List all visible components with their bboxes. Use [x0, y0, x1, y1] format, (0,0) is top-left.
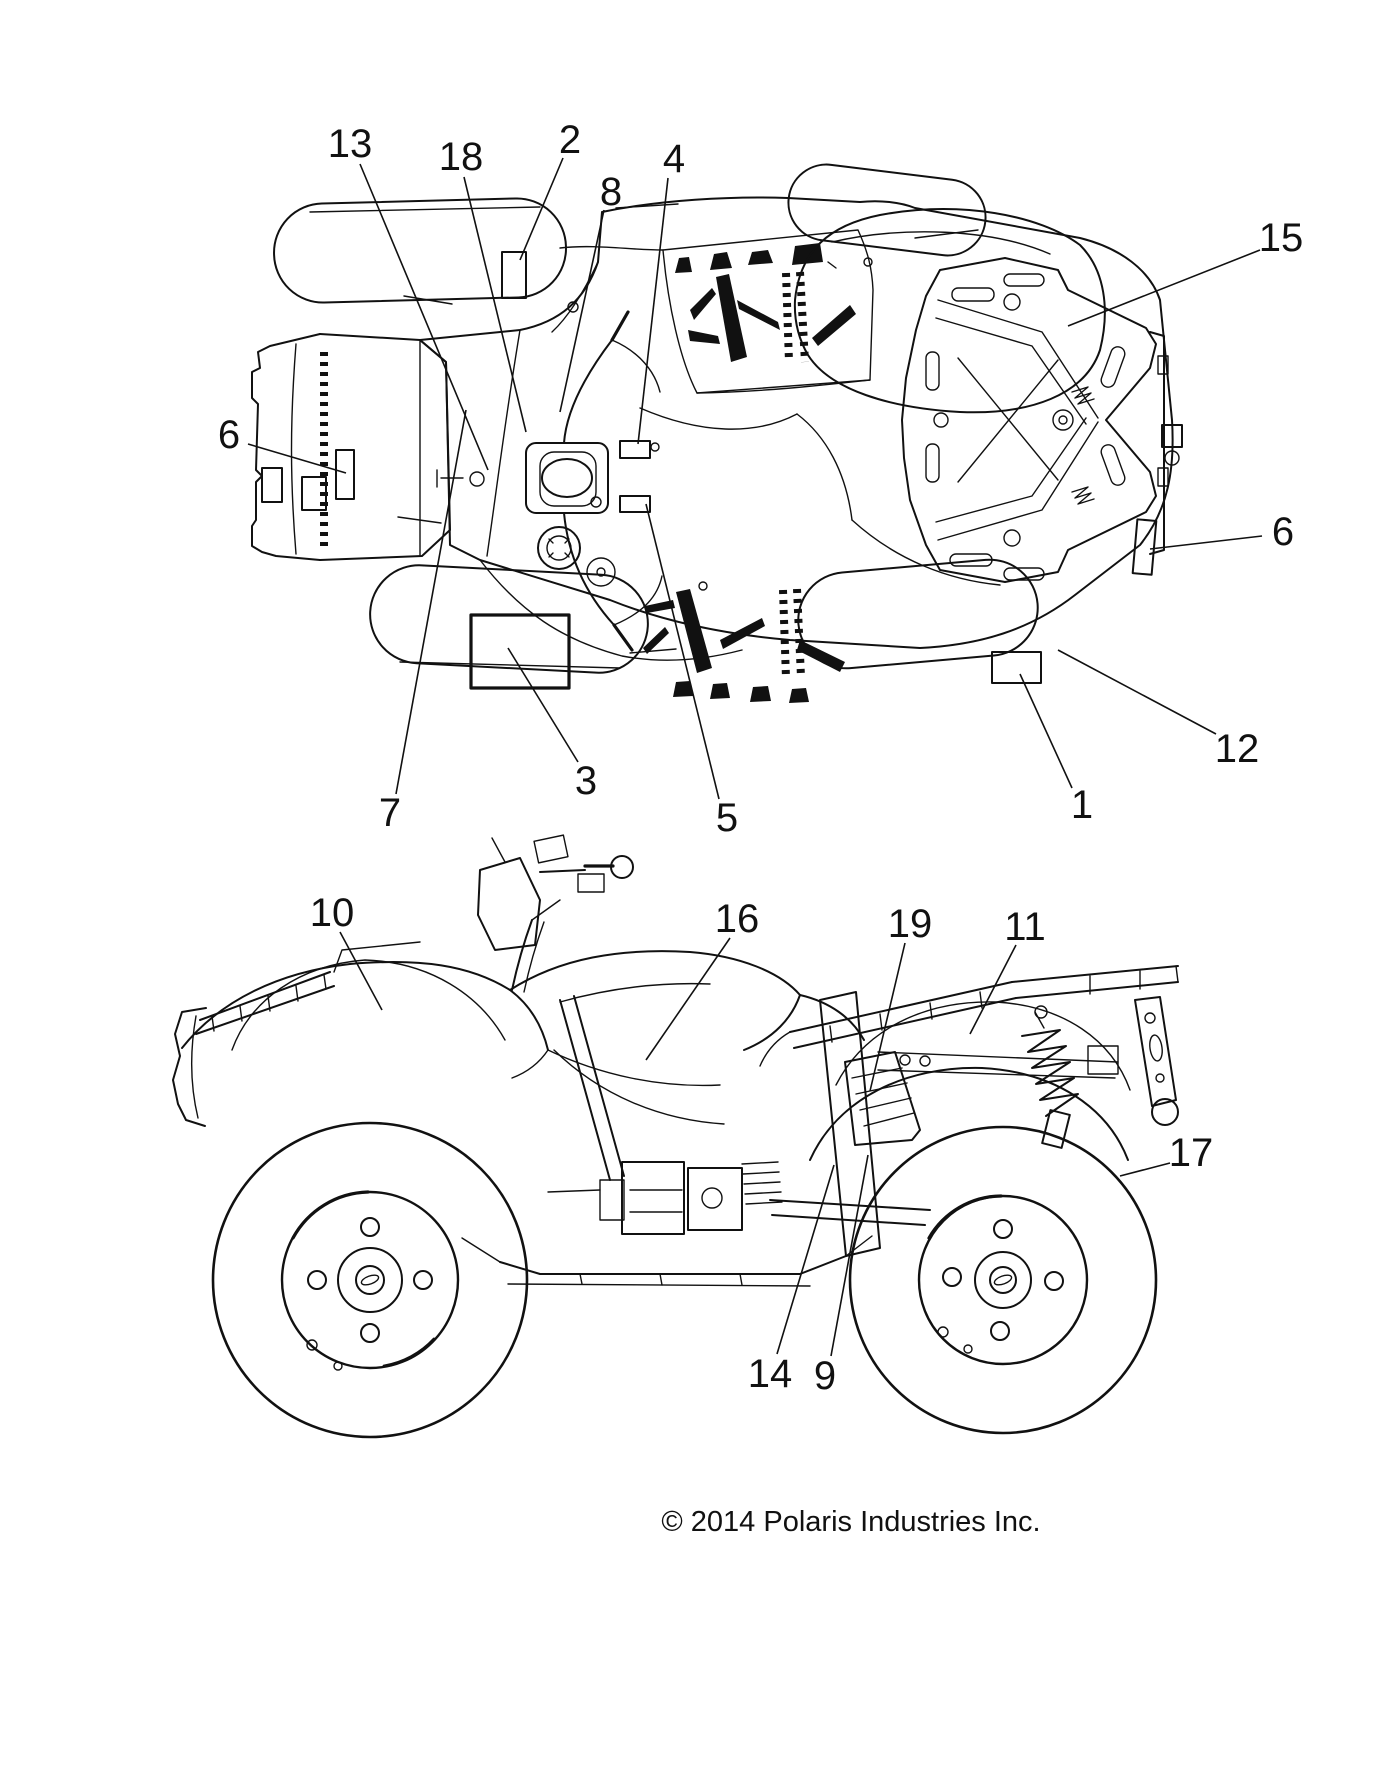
callout-leader-10 — [339, 931, 383, 1011]
decal-5 — [619, 495, 651, 513]
callout-label-16: 16 — [715, 897, 760, 941]
decal-3 — [469, 613, 571, 690]
callout-label-11: 11 — [1004, 905, 1046, 949]
callout-leader-15 — [1067, 249, 1261, 327]
copyright-text: © 2014 Polaris Industries Inc. — [661, 1506, 1040, 1538]
top-view — [251, 163, 1183, 703]
callout-leader-1 — [1019, 673, 1073, 789]
callout-leader-12 — [1057, 649, 1217, 735]
callout-leader-14 — [776, 1164, 835, 1355]
side-front-wheel — [211, 1121, 529, 1439]
decal-1 — [991, 651, 1042, 684]
callout-label-17: 17 — [1169, 1131, 1214, 1175]
side-engine — [547, 1161, 931, 1235]
callout-leader-5 — [645, 503, 720, 800]
side-front-bumper — [172, 1007, 207, 1127]
callout-leader-11 — [969, 944, 1017, 1035]
callout-label-19: 19 — [888, 902, 933, 946]
callout-label-7: 7 — [379, 791, 401, 835]
decal-2 — [501, 251, 527, 299]
top-front-left-tire — [273, 197, 567, 304]
top-left-fender-panel — [662, 229, 874, 394]
callout-leader-16 — [645, 937, 731, 1061]
decal-6-left — [335, 449, 355, 500]
callout-leader-7 — [395, 409, 467, 795]
callout-label-6: 6 — [218, 413, 240, 457]
side-front-fender — [181, 959, 549, 1079]
side-view — [172, 834, 1179, 1439]
side-seat-and-panels — [509, 950, 801, 1125]
top-handlebar — [563, 310, 663, 652]
callout-label-15: 15 — [1259, 216, 1304, 260]
callout-label-5: 5 — [716, 796, 738, 840]
callout-label-18: 18 — [439, 135, 484, 179]
callout-label-4: 4 — [663, 137, 685, 181]
callout-label-6: 6 — [1272, 510, 1294, 554]
callout-label-13: 13 — [328, 122, 373, 166]
side-rack-strut — [1134, 996, 1179, 1126]
side-shock-absorber — [1021, 1005, 1079, 1149]
callout-leader-19 — [869, 942, 906, 1092]
callout-leader-3 — [507, 647, 579, 763]
callout-leader-9 — [830, 1154, 869, 1357]
decal-4 — [619, 440, 651, 459]
top-front-rack — [319, 333, 451, 561]
callout-label-1: 1 — [1071, 783, 1093, 827]
callout-label-14: 14 — [748, 1352, 793, 1396]
callout-leader-4 — [637, 177, 669, 445]
callout-label-10: 10 — [310, 891, 355, 935]
top-seat — [793, 208, 1106, 414]
top-right-fender-graphics — [643, 588, 845, 703]
callout-leader-6 — [247, 443, 347, 474]
side-rear-rack — [759, 965, 1179, 1067]
side-splash-guard — [844, 1051, 921, 1146]
callout-label-3: 3 — [575, 759, 597, 803]
side-rear-wheel — [848, 1125, 1158, 1435]
top-decal-rects — [335, 251, 1158, 690]
side-frame — [461, 991, 881, 1287]
callout-label-2: 2 — [559, 118, 581, 162]
callout-leader-13 — [359, 163, 489, 471]
callout-label-12: 12 — [1215, 727, 1260, 771]
top-rear-hitch — [1161, 424, 1183, 466]
callout-leader-6 — [1149, 535, 1263, 550]
callout-leader-17 — [1119, 1162, 1171, 1177]
top-front-bumper — [251, 333, 327, 561]
side-handlebar-assembly — [477, 834, 634, 993]
top-left-fender-graphics — [675, 243, 856, 362]
callout-leader-2 — [519, 157, 564, 261]
callout-leader-18 — [463, 176, 527, 433]
callout-label-9: 9 — [814, 1354, 836, 1398]
callout-leader-8 — [559, 209, 605, 413]
side-front-rack — [195, 941, 421, 1035]
top-fastener-marks — [397, 203, 979, 654]
headlight-pod-icon — [477, 857, 541, 951]
top-rear-right-tire — [797, 558, 1039, 670]
top-fuel-cap — [537, 526, 616, 587]
top-steering-pod — [525, 442, 609, 514]
side-rear-fender — [799, 994, 1131, 1161]
top-rear-rack — [901, 257, 1169, 583]
callout-label-8: 8 — [600, 170, 622, 214]
